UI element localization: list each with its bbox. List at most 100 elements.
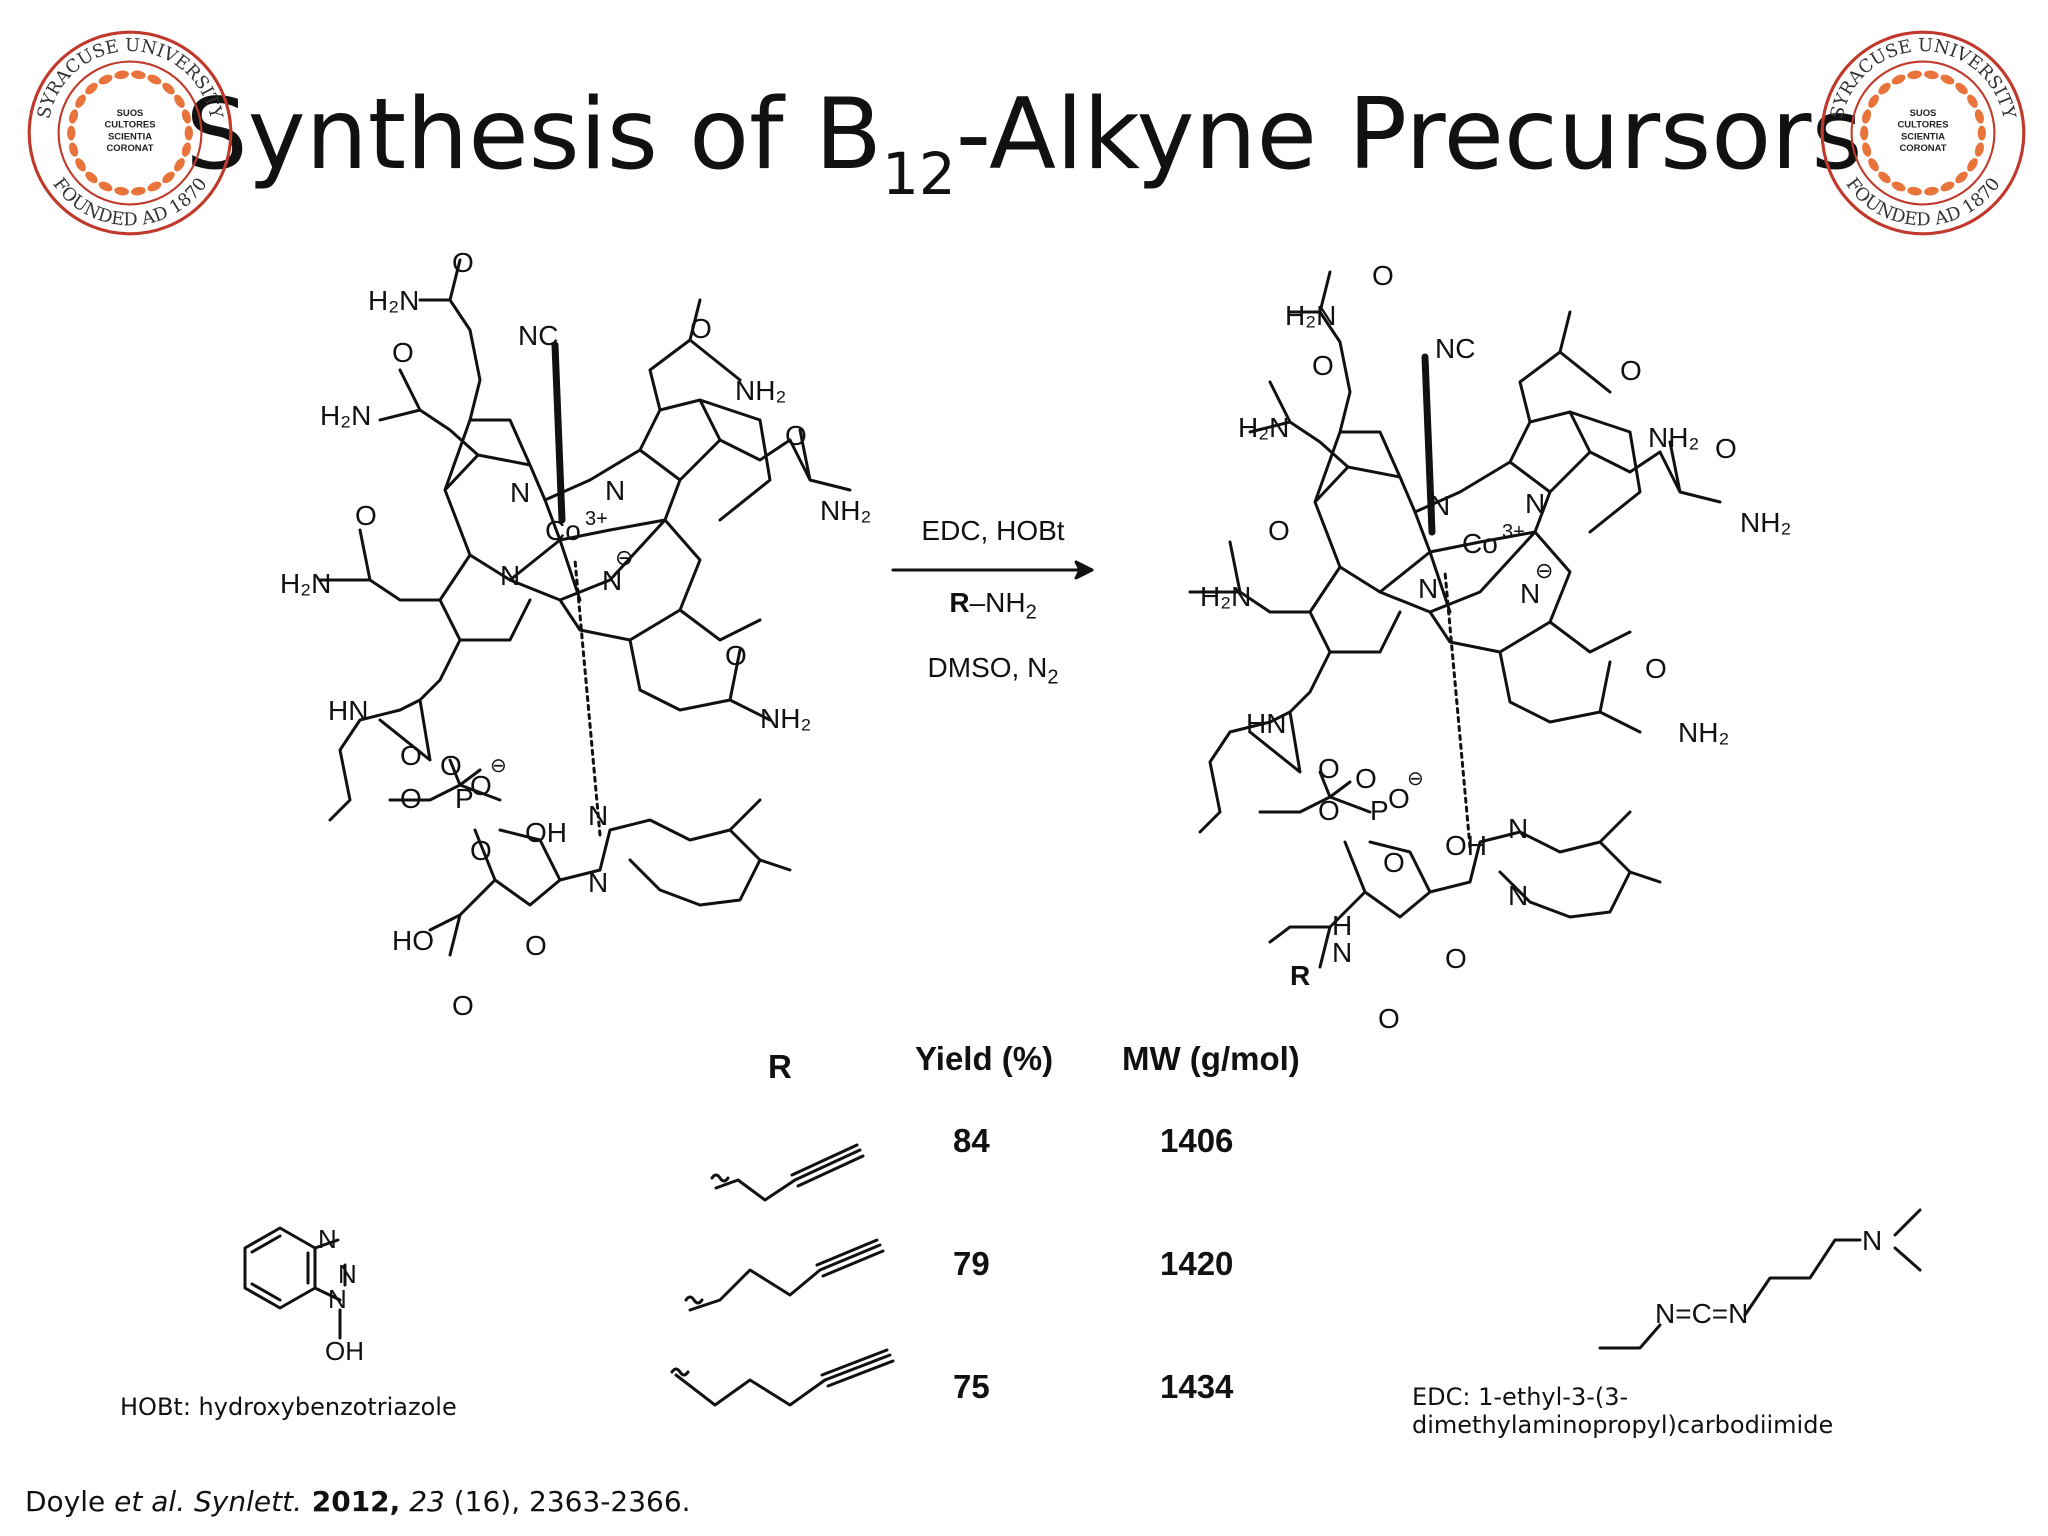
r-group-propargyl [710,1143,865,1202]
svg-text:O: O [1445,943,1467,974]
svg-text:P: P [455,783,474,814]
svg-text:N: N [1332,937,1352,968]
r-group-pentynyl [670,1348,895,1407]
svg-text:NC: NC [518,320,558,351]
svg-text:Co: Co [1462,528,1498,559]
table-header-mw: MW (g/mol) [1122,1040,1300,1077]
svg-text:NH₂: NH₂ [1740,507,1791,538]
svg-text:O: O [452,990,474,1021]
edc-structure [1598,1208,1922,1350]
svg-text:N: N [588,867,608,898]
svg-text:O: O [470,835,492,866]
svg-text:N: N [338,1259,357,1289]
svg-text:H₂N: H₂N [368,285,419,316]
svg-text:⊖: ⊖ [490,755,507,777]
mw-value: 1434 [1160,1368,1234,1405]
yield-value: 84 [953,1122,990,1159]
yield-value: 79 [953,1245,990,1282]
svg-text:O: O [1355,763,1377,794]
seal-motto-text: SUOS [117,108,144,119]
svg-text:O: O [392,337,414,368]
svg-text:N: N [1430,490,1450,521]
edc-caption: EDC: 1-ethyl-3-(3-dimethylaminopropyl)ca… [1412,1383,1834,1439]
svg-text:N: N [1525,488,1545,519]
hobt-caption: HOBt: hydroxybenzotriazole [120,1393,457,1421]
svg-text:Co: Co [545,515,581,546]
svg-text:H₂N: H₂N [1200,581,1251,612]
mw-value: 1420 [1160,1245,1234,1282]
svg-text:N: N [328,1284,347,1314]
svg-text:O: O [400,783,422,814]
svg-text:O: O [725,640,747,671]
svg-text:HO: HO [392,925,434,956]
svg-text:O: O [1378,1003,1400,1034]
svg-text:N: N [510,477,530,508]
product-cobalamin-structure [1188,270,1722,969]
hobt-structure [243,1226,347,1340]
hobt-labels: N N N OH [318,1224,364,1366]
seal-motto-text: CULTORES [104,120,155,131]
svg-text:N=C=N: N=C=N [1655,1298,1748,1329]
svg-text:N: N [1520,578,1540,609]
svg-text:H: H [1332,910,1352,941]
reagent-solvent: DMSO, N2 [927,652,1059,689]
reagent-amine: R–NH2 [949,587,1037,624]
svg-text:O: O [690,313,712,344]
svg-text:NH₂: NH₂ [760,703,811,734]
svg-text:O: O [1388,783,1410,814]
svg-text:HN: HN [1246,708,1286,739]
svg-text:O: O [1383,847,1405,878]
svg-text:O: O [525,930,547,961]
svg-text:O: O [1312,350,1334,381]
svg-text:N: N [605,475,625,506]
edc-labels: N=C=N N [1655,1225,1882,1329]
svg-text:NH₂: NH₂ [820,495,871,526]
svg-text:N: N [588,800,608,831]
svg-text:OH: OH [325,1336,364,1366]
svg-text:⊖: ⊖ [1535,558,1553,583]
svg-text:N: N [1508,880,1528,911]
svg-text:N: N [318,1224,337,1254]
citation: Doyle et al. Synlett. 2012, 23 (16), 236… [25,1485,691,1518]
svg-text:NH₂: NH₂ [1678,717,1729,748]
svg-text:H₂N: H₂N [320,400,371,431]
svg-text:O: O [1620,355,1642,386]
svg-text:N: N [602,565,622,596]
r-group-butynyl [684,1238,885,1312]
svg-text:N: N [1508,813,1528,844]
svg-text:⊖: ⊖ [615,545,633,570]
svg-text:P: P [1370,795,1389,826]
seal-motto-text: CULTORES [1897,120,1948,131]
svg-text:⊖: ⊖ [1407,768,1424,790]
reactant-atom-labels: H₂N O NC O NH₂ H₂N O O NH₂ N Co 3+ N N N… [280,247,871,1021]
svg-text:O: O [440,750,462,781]
svg-text:H₂N: H₂N [1285,300,1336,331]
svg-text:H₂N: H₂N [1238,412,1289,443]
svg-text:O: O [1645,653,1667,684]
svg-text:HN: HN [328,695,368,726]
mw-value: 1406 [1160,1122,1234,1159]
svg-text:O: O [355,500,377,531]
svg-text:O: O [452,247,474,278]
svg-text:H₂N: H₂N [280,568,331,599]
slide-title: Synthesis of B12-Alkyne Precursors [185,78,1863,208]
svg-text:OH: OH [525,817,567,848]
svg-text:N: N [1418,573,1438,604]
svg-text:NC: NC [1435,333,1475,364]
table-header-r: R [768,1048,792,1085]
svg-text:N: N [500,560,520,591]
svg-text:O: O [1715,433,1737,464]
svg-text:O: O [470,770,492,801]
svg-text:OH: OH [1445,830,1487,861]
seal-motto-text: SCIENTIA [108,131,152,142]
svg-text:N: N [1862,1225,1882,1256]
svg-text:NH₂: NH₂ [735,375,786,406]
seal-motto-text: CORONAT [106,143,153,154]
seal-motto-text: SCIENTIA [1901,131,1945,142]
svg-text:O: O [1318,753,1340,784]
svg-text:O: O [1372,260,1394,291]
svg-text:O: O [785,420,807,451]
